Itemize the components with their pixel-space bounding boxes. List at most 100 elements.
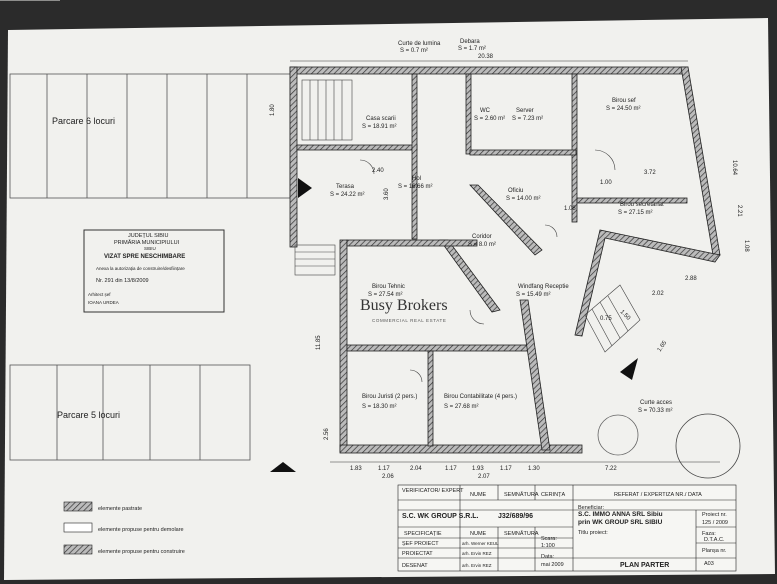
svg-text:prin WK GROUP SRL SIBIU: prin WK GROUP SRL SIBIU [578, 519, 663, 526]
svg-text:2.56: 2.56 [324, 428, 330, 440]
svg-text:1.08: 1.08 [564, 206, 576, 212]
svg-text:NUME: NUME [470, 531, 487, 537]
svg-text:2.02: 2.02 [652, 291, 664, 297]
svg-text:125 / 2009: 125 / 2009 [702, 520, 728, 526]
svg-text:S.C. WK GROUP S.R.L.: S.C. WK GROUP S.R.L. [402, 513, 479, 520]
room-name: Server [516, 108, 534, 114]
svg-text:PRIMĂRIA MUNICIPIULUI: PRIMĂRIA MUNICIPIULUI [114, 239, 180, 246]
svg-text:SPECIFICAȚIE: SPECIFICAȚIE [404, 531, 442, 537]
room-area: S = 2.60 m² [474, 116, 505, 122]
watermark-brand: Busy Brokers [360, 297, 448, 314]
svg-text:Data:: Data: [541, 554, 555, 560]
legend-label: elemente pastrate [98, 506, 142, 512]
room-name: Birou Contabilitate (4 pers.) [444, 394, 517, 400]
curte-lumina-label: Curte de lumina [398, 41, 441, 47]
svg-text:J32/689/96: J32/689/96 [498, 513, 533, 520]
svg-text:Titlu proiect:: Titlu proiect: [578, 530, 608, 536]
room-name: Birou sef [612, 98, 636, 104]
doors [359, 149, 616, 383]
svg-text:10.64: 10.64 [731, 160, 737, 176]
parking-top-label: Parcare 6 locuri [52, 116, 115, 126]
svg-text:0.75: 0.75 [600, 316, 612, 322]
legend-label: elemente propuse pentru construire [98, 549, 185, 555]
room-area: S = 18.91 m² [362, 124, 397, 130]
debara-area: S = 1.7 m² [458, 46, 486, 52]
room-name: Terasa [336, 184, 355, 190]
svg-text:1.65: 1.65 [657, 340, 669, 354]
svg-text:arh. Ervin REZ: arh. Ervin REZ [462, 551, 492, 556]
room-area: S = 18.30 m² [362, 404, 397, 410]
section-marker-left [298, 178, 312, 198]
svg-text:2.06: 2.06 [382, 474, 394, 480]
svg-text:Planșa nr.: Planșa nr. [702, 548, 727, 554]
legend: elemente pastrate elemente propuse pentr… [63, 501, 185, 555]
svg-text:2.04: 2.04 [410, 466, 422, 472]
architect-stamp [675, 413, 741, 479]
stair-exterior [294, 244, 336, 276]
dimension-left-height: 11.85 [316, 335, 322, 350]
svg-text:1:100: 1:100 [541, 543, 555, 549]
room-name: Birou Juristi (2 pers.) [362, 394, 417, 400]
svg-text:arh. Ervin REZ: arh. Ervin REZ [462, 563, 492, 568]
svg-text:2.21: 2.21 [736, 205, 742, 217]
room-name: Oficiu [508, 188, 523, 194]
svg-text:SEMNĂTURA: SEMNĂTURA [504, 491, 539, 498]
svg-text:Nr. 291 din 13/8/2009: Nr. 291 din 13/8/2009 [96, 278, 149, 284]
svg-text:PROIECTAT: PROIECTAT [402, 551, 433, 557]
parking-bottom [9, 364, 251, 461]
svg-text:VERIFICATOR/ EXPERT: VERIFICATOR/ EXPERT [402, 488, 464, 494]
room-area: S = 14.00 m² [506, 196, 541, 202]
municipal-stamp: JUDEȚUL SIBIU PRIMĂRIA MUNICIPIULUI SIBI… [83, 229, 225, 313]
legend-label: elemente propuse pentru demolare [98, 527, 184, 533]
dimensions-right: 10.64 2.21 1.08 [731, 160, 749, 252]
dimensions-bottom: 1.83 1.17 2.04 1.17 1.93 1.17 1.30 7.22 [330, 461, 720, 472]
room-area: S = 70.33 m² [638, 408, 673, 414]
dimensions-misc: 2.40 3.60 1.00 3.72 2.88 2.02 1.65 1.50 … [270, 104, 697, 480]
company-stamp [597, 414, 639, 456]
svg-text:3.72: 3.72 [644, 170, 656, 176]
svg-text:1.17: 1.17 [500, 466, 512, 472]
svg-text:Faza:: Faza: [702, 531, 716, 537]
svg-text:SEMNĂTURA: SEMNĂTURA [504, 530, 539, 537]
room-area: S = 15.49 m² [516, 292, 551, 298]
svg-text:1.80: 1.80 [270, 104, 276, 116]
stair-entrance [584, 284, 641, 353]
curte-lumina-area: S = 0.7 m² [400, 48, 428, 54]
svg-text:Arhitect șef: Arhitect șef [88, 292, 111, 297]
room-name: Casa scarii [366, 116, 396, 122]
room-area: S = 24.50 m² [606, 106, 641, 112]
room-labels: Casa scarii S = 18.91 m² WC S = 2.60 m² … [330, 98, 673, 414]
room-area: S = 16.66 m² [398, 184, 433, 190]
room-area: S = 27.15 m² [618, 210, 653, 216]
svg-text:D.T.A.C.: D.T.A.C. [704, 537, 725, 543]
svg-text:CERINȚA: CERINȚA [541, 492, 565, 498]
paper [4, 18, 775, 580]
svg-text:1.00: 1.00 [600, 180, 612, 186]
svg-text:Scara:: Scara: [541, 536, 557, 542]
svg-text:1.83: 1.83 [350, 466, 362, 472]
svg-text:1.17: 1.17 [378, 466, 390, 472]
parking-bottom-label: Parcare 5 locuri [57, 410, 120, 420]
svg-text:DESENAT: DESENAT [402, 563, 428, 569]
svg-text:A03: A03 [704, 561, 714, 567]
section-marker-right [620, 358, 638, 380]
room-name: Hol [412, 176, 421, 182]
svg-text:1.08: 1.08 [743, 240, 749, 252]
svg-text:SIBIU: SIBIU [144, 246, 156, 251]
svg-text:JUDEȚUL SIBIU: JUDEȚUL SIBIU [128, 233, 168, 239]
room-name: Coridor [472, 234, 492, 240]
svg-text:Beneficiar:: Beneficiar: [578, 505, 604, 511]
svg-text:IOANA URDEA: IOANA URDEA [88, 300, 119, 305]
svg-text:7.22: 7.22 [605, 466, 617, 472]
svg-text:Proiect nr.: Proiect nr. [702, 512, 727, 518]
room-area: S = 8.0 m² [468, 242, 496, 248]
svg-text:ȘEF PROIECT: ȘEF PROIECT [402, 541, 439, 547]
svg-text:S.C. IMMO ANNA SRL Sibiu: S.C. IMMO ANNA SRL Sibiu [578, 511, 663, 518]
debara-label: Debara [460, 39, 480, 45]
room-area: S = 24.22 m² [330, 192, 365, 198]
watermark-sub: COMMERCIAL REAL ESTATE [372, 318, 446, 323]
svg-text:1.17: 1.17 [445, 466, 457, 472]
section-marker-bottom [270, 462, 296, 472]
svg-text:2.07: 2.07 [478, 474, 490, 480]
